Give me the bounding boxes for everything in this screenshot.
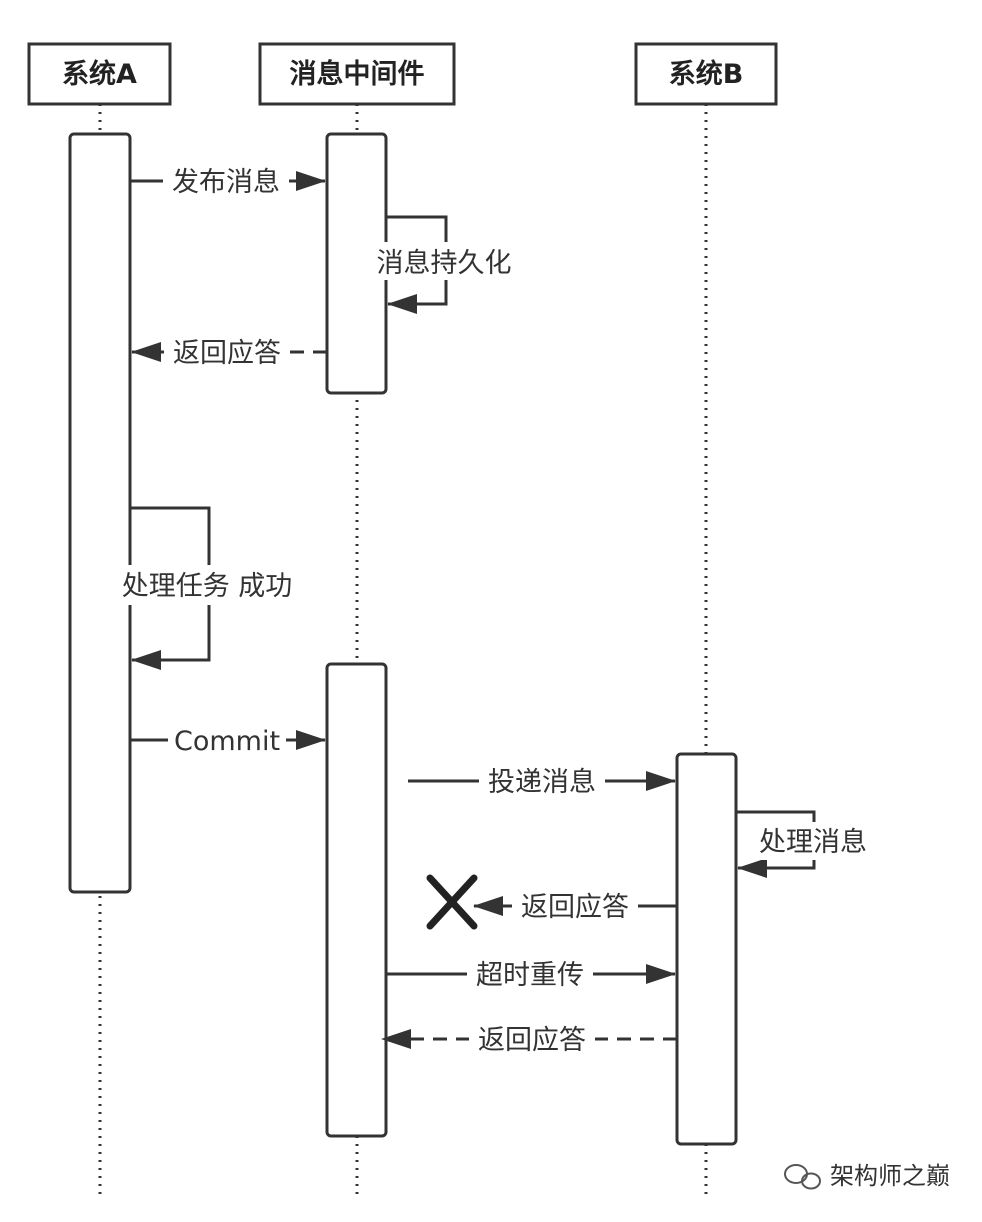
participant-system-b: 系统B <box>634 42 778 106</box>
activation-middleware-2 <box>325 662 388 1138</box>
message-ack-1-label: 返回应答 <box>173 338 281 369</box>
lost-cross-icon <box>426 874 478 930</box>
message-deliver: 投递消息 <box>408 762 676 800</box>
message-persist-label: 消息持久化 <box>377 248 512 279</box>
message-process-task: 处理任务 成功 <box>108 506 306 670</box>
watermark: 架构师之巅 <box>784 1162 950 1190</box>
message-publish: 发布消息 <box>130 162 326 200</box>
activation-system-a <box>68 132 132 894</box>
message-ack-3-label: 返回应答 <box>478 1025 586 1056</box>
message-deliver-label: 投递消息 <box>488 767 596 798</box>
participant-system-b-label: 系统B <box>669 58 744 90</box>
message-retry-label: 超时重传 <box>476 960 584 991</box>
participant-message-middleware-label: 消息中间件 <box>290 58 425 90</box>
participant-system-a: 系统A <box>27 42 172 106</box>
message-ack-3: 返回应答 <box>381 1020 677 1058</box>
message-commit: Commit <box>130 721 326 759</box>
wechat-icon <box>784 1164 821 1190</box>
message-process-task-label: 处理任务 成功 <box>122 571 293 602</box>
activation-system-b <box>675 752 738 1146</box>
message-ack-2-label: 返回应答 <box>521 892 629 923</box>
participant-system-a-label: 系统A <box>62 58 137 90</box>
message-publish-label: 发布消息 <box>172 167 280 198</box>
message-retry: 超时重传 <box>386 955 676 993</box>
message-commit-label: Commit <box>174 726 280 757</box>
message-ack-1: 返回应答 <box>131 333 327 371</box>
watermark-text: 架构师之巅 <box>830 1162 950 1190</box>
message-process-msg: 处理消息 <box>736 810 875 878</box>
message-persist: 消息持久化 <box>368 215 520 314</box>
message-process-msg-label: 处理消息 <box>759 827 867 858</box>
participant-message-middleware: 消息中间件 <box>258 42 456 106</box>
message-ack-2-lost: 返回应答 <box>426 874 677 930</box>
